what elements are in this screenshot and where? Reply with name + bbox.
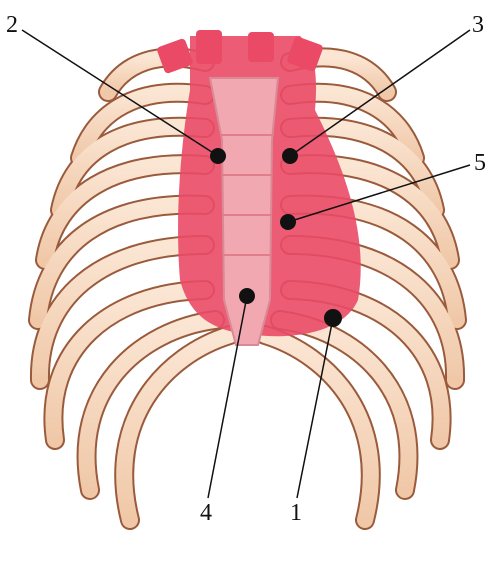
label-1: 1 [290,500,302,526]
marker-4 [239,288,255,304]
marker-1 [324,309,342,327]
marker-3 [282,148,298,164]
marker-5 [280,214,296,230]
label-3: 3 [472,12,484,38]
label-5: 5 [474,150,486,176]
label-2: 2 [6,12,18,38]
label-4: 4 [200,500,212,526]
marker-2 [210,148,226,164]
